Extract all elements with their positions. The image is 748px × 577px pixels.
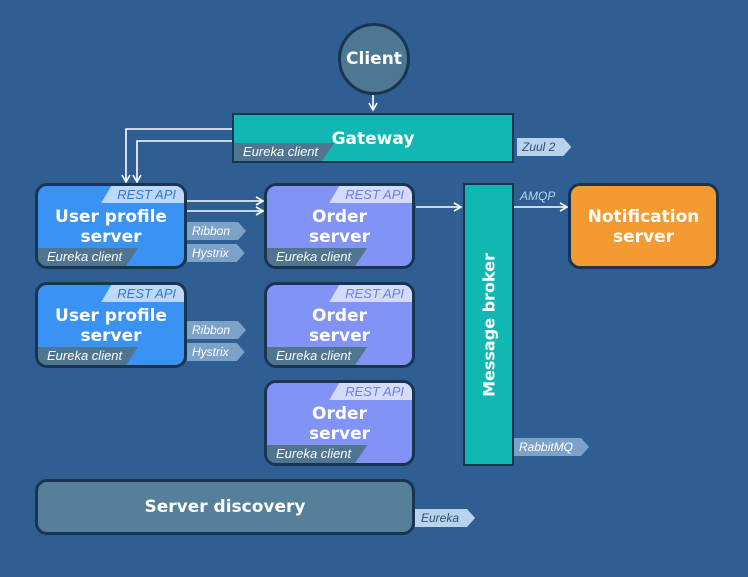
notification-title-line1: Notification (587, 207, 700, 227)
gateway-box: Gateway Eureka client (232, 113, 514, 163)
user-profile-2-title-line1: User profile (55, 306, 167, 326)
order-3-rest-api-tag: REST API (329, 383, 412, 400)
user-profile-1-eureka-client-tag: Eureka client (38, 248, 138, 266)
server-discovery-box: Server discovery (35, 479, 415, 535)
user-profile-2-title-line2: server (80, 326, 142, 346)
message-broker-title: Message broker (479, 252, 498, 397)
message-broker-box: Message broker (463, 183, 514, 466)
order-2-rest-api-tag: REST API (329, 285, 412, 302)
order-3-eureka-client-tag: Eureka client (267, 445, 367, 463)
user-profile-2-hystrix-tag: Hystrix (187, 343, 245, 361)
user-profile-server-2: REST API User profile server Eureka clie… (35, 282, 187, 368)
order-1-title-line1: Order (312, 207, 367, 227)
order-2-title-line1: Order (312, 306, 367, 326)
notification-title-line2: server (612, 227, 675, 247)
order-2-title-line2: server (308, 326, 371, 346)
user-profile-1-ribbon-tag: Ribbon (187, 222, 246, 240)
server-discovery-eureka-tag: Eureka (415, 509, 475, 527)
user-profile-server-1: REST API User profile server Eureka clie… (35, 183, 187, 269)
user-profile-1-title-line1: User profile (55, 207, 167, 227)
gateway-to-user-profile-arrow-inner (132, 140, 233, 184)
user-profile-2-rest-api-tag: REST API (101, 285, 184, 302)
gateway-zuul-tag: Zuul 2 (517, 138, 571, 156)
user-profile-1-rest-api-tag: REST API (101, 186, 184, 203)
notification-server: Notification server (568, 183, 719, 269)
order-server-1: REST API Order server Eureka client (264, 183, 415, 269)
gateway-title: Gateway (331, 129, 415, 149)
server-discovery-title: Server discovery (144, 497, 306, 517)
message-broker-rabbitmq-tag: RabbitMQ (514, 438, 589, 456)
user-profile-2-eureka-client-tag: Eureka client (38, 347, 138, 365)
client-label: Client (346, 49, 402, 69)
order-3-title-line1: Order (312, 404, 367, 424)
order-2-eureka-client-tag: Eureka client (267, 347, 367, 365)
user-profile-2-ribbon-tag: Ribbon (187, 321, 246, 339)
amqp-edge-label: AMQP (520, 189, 556, 203)
order-1-rest-api-tag: REST API (329, 186, 412, 203)
gateway-eureka-client-tag: Eureka client (234, 143, 334, 161)
order-3-title-line2: server (308, 424, 371, 444)
order-server-2: REST API Order server Eureka client (264, 282, 415, 368)
client-node: Client (338, 23, 410, 95)
order-1-eureka-client-tag: Eureka client (267, 248, 367, 266)
user-profile-1-title-line2: server (80, 227, 142, 247)
order-1-title-line2: server (308, 227, 371, 247)
user-profile-1-hystrix-tag: Hystrix (187, 244, 245, 262)
order-server-3: REST API Order server Eureka client (264, 380, 415, 466)
gateway-to-user-profile-arrow-outer (121, 128, 233, 184)
